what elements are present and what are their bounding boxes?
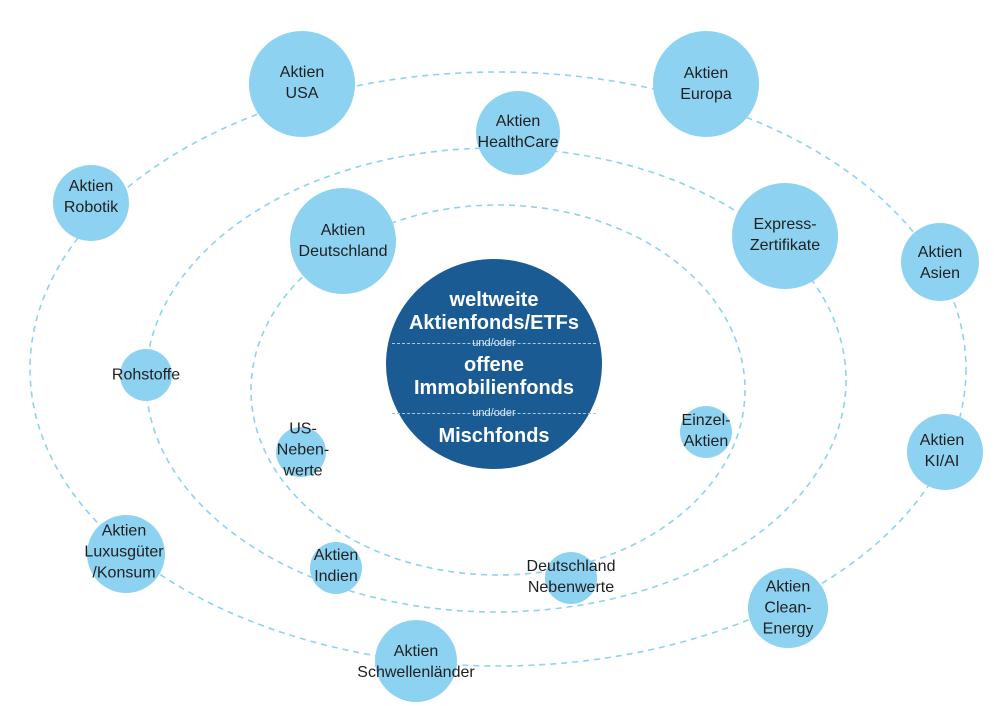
bubble-aktien-usa	[249, 31, 355, 137]
center-label-aktienfonds: weltweite Aktienfonds/ETFs	[408, 289, 579, 334]
label-aktien-deutschland: Aktien Deutschland	[298, 222, 388, 260]
label-aktien-robotik: Aktien Robotik	[63, 178, 119, 216]
center-circle: weltweite Aktienfonds/ETFs und/oder offe…	[386, 259, 602, 469]
center-separator-1: und/oder	[472, 337, 516, 349]
label-rohstoffe: Rohstoffe	[111, 366, 181, 384]
label-aktien-indien: Aktien Indien	[313, 547, 359, 585]
bubble-us-nebenwerte	[276, 427, 326, 477]
bubble-aktien-ki-ai	[907, 414, 983, 490]
bubble-rohstoffe	[120, 349, 172, 401]
label-us-nebenwerte: US- Neben- werte	[276, 420, 330, 480]
orbit-ring-outer	[29, 71, 967, 667]
orbit-ring-middle	[145, 147, 847, 613]
label-aktien-asien: Aktien Asien	[917, 244, 963, 282]
bubble-aktien-healthcare	[476, 91, 560, 175]
bubble-aktien-deutschland	[290, 188, 396, 294]
bubble-aktien-robotik	[53, 165, 129, 241]
label-aktien-schwellenlaender: Aktien Schwellenländer	[357, 643, 475, 681]
bubble-aktien-indien	[310, 542, 362, 594]
center-separator-2: und/oder	[472, 407, 516, 419]
bubble-aktien-europa	[653, 31, 759, 137]
bubble-aktien-clean-energy	[748, 568, 828, 648]
bubble-einzel-aktien	[680, 406, 732, 458]
bubble-aktien-schwellenlaender	[375, 620, 457, 702]
bubble-deutschland-nebenwerte	[545, 552, 597, 604]
label-aktien-ki-ai: Aktien KI/AI	[919, 432, 965, 470]
bubble-aktien-asien	[901, 223, 979, 301]
label-einzel-aktien: Einzel- Aktien	[681, 412, 731, 450]
label-deutschland-nebenwerte: Deutschland Nebenwerte	[526, 558, 616, 596]
label-aktien-luxusgueter: Aktien Luxusgüter /Konsum	[84, 522, 164, 582]
label-aktien-clean-energy: Aktien Clean- Energy	[762, 578, 814, 638]
label-aktien-healthcare: Aktien HealthCare	[477, 113, 559, 151]
center-label-mischfonds: Mischfonds	[438, 425, 550, 447]
label-express-zertifikate: Express- Zertifikate	[749, 216, 821, 254]
label-aktien-europa: Aktien Europa	[680, 65, 732, 103]
center-label-immobilienfonds: offene Immobilienfonds	[414, 354, 574, 399]
center-divider-top	[392, 343, 596, 344]
bubble-aktien-luxusgueter	[87, 515, 165, 593]
center-divider-bottom	[392, 413, 596, 414]
bubble-express-zertifikate	[732, 183, 838, 289]
label-aktien-usa: Aktien USA	[279, 64, 325, 102]
orbit-ring-inner	[250, 204, 746, 576]
